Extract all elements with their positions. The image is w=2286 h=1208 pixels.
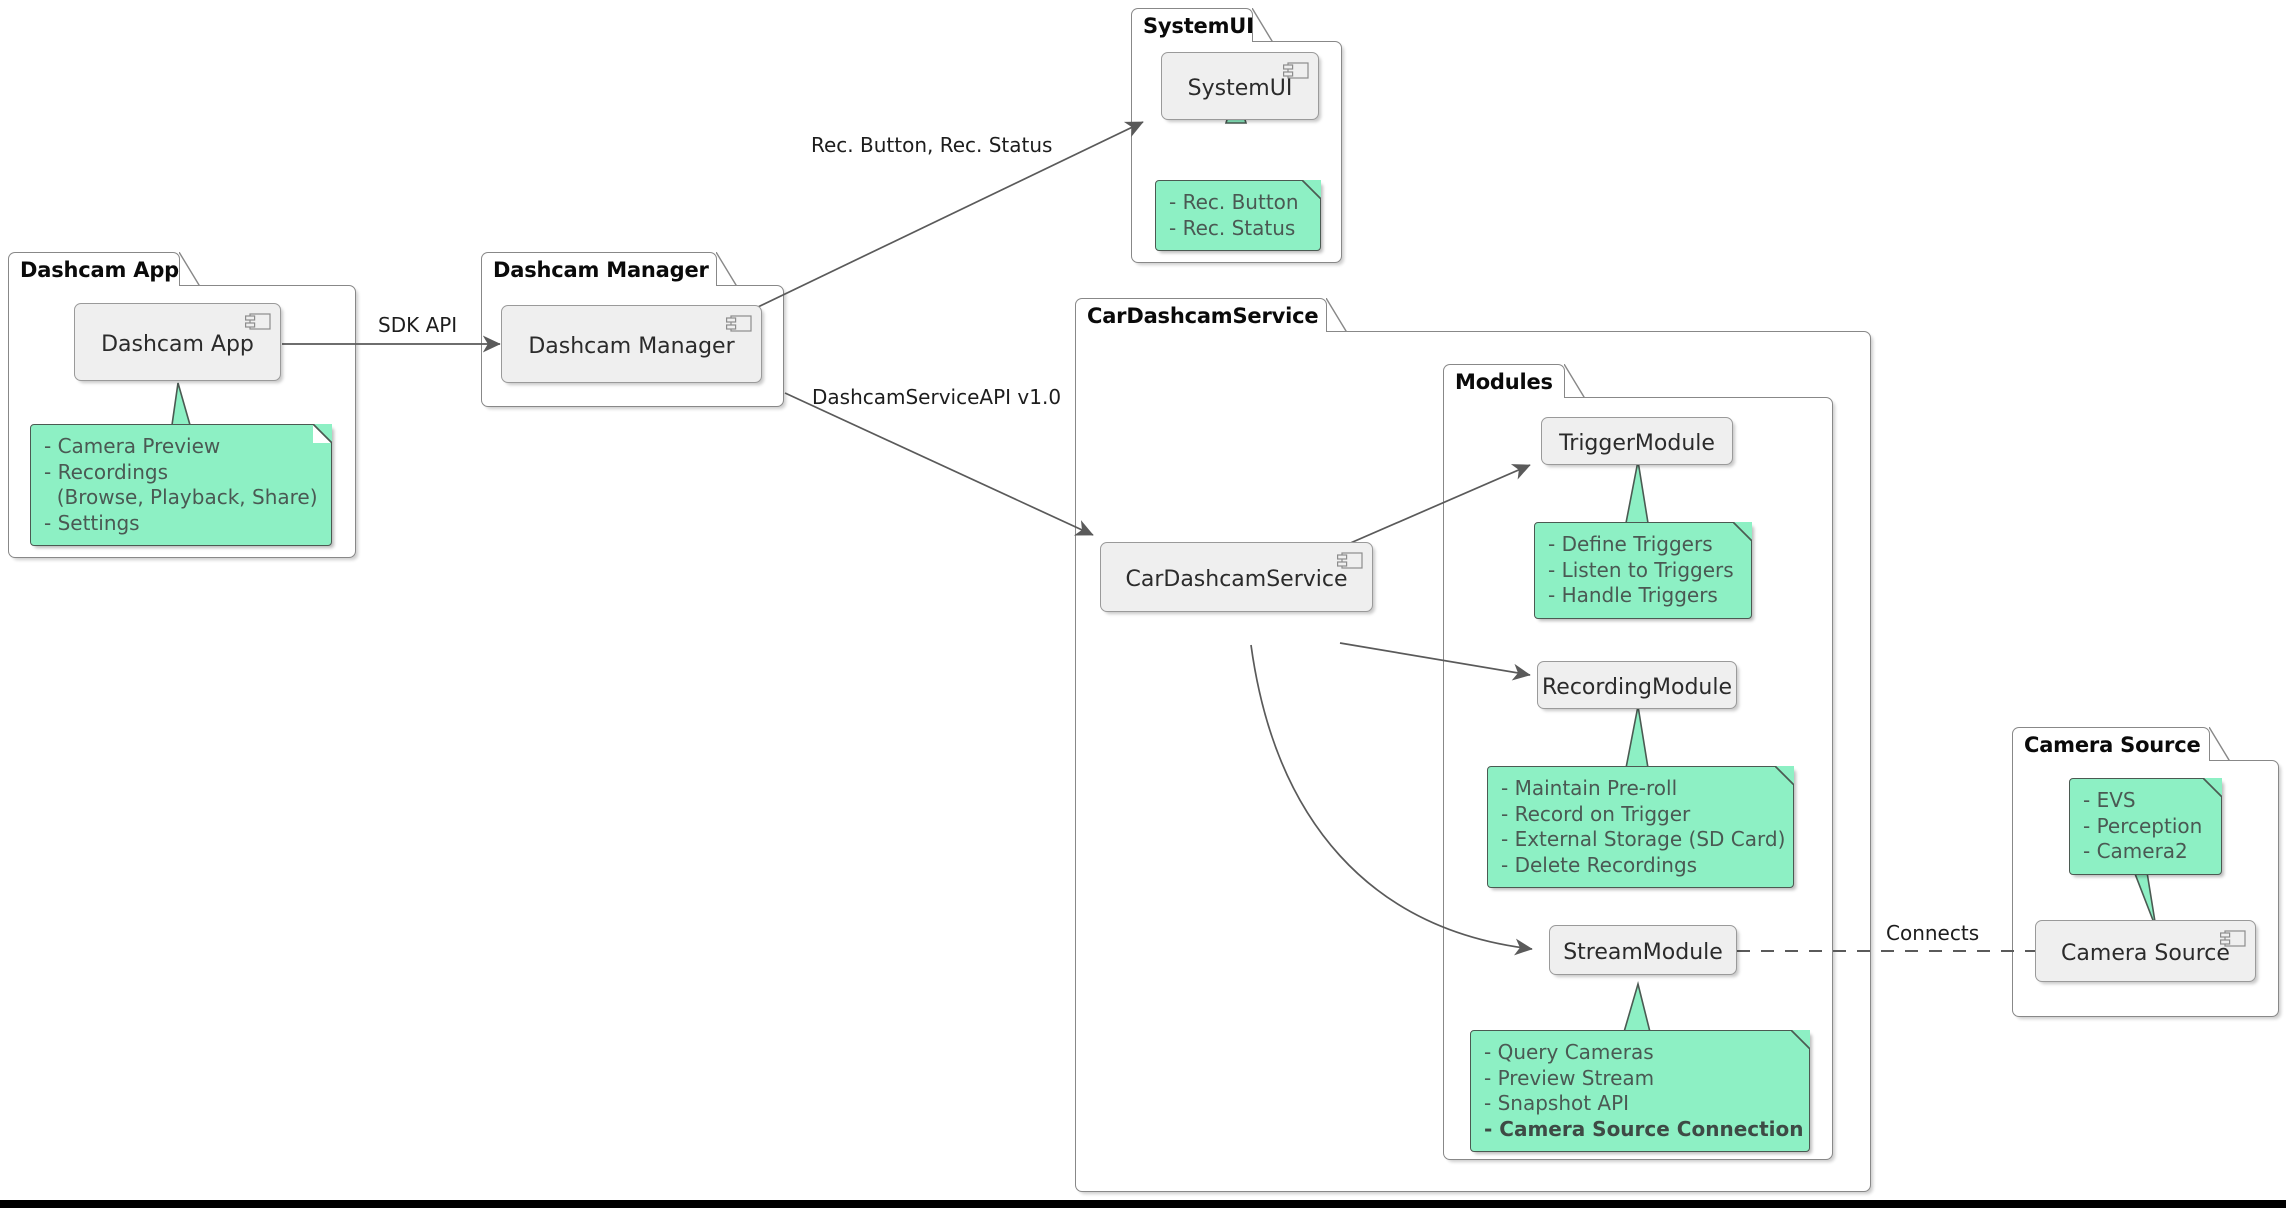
component-label-cardashcamservice: CarDashcamService (1125, 566, 1348, 592)
bottom-strip (0, 1200, 2286, 1208)
component-icon (1337, 552, 1363, 569)
note-fold-icon (1790, 1029, 1811, 1050)
package-label-modules: Modules (1455, 369, 1553, 394)
component-label-camera-source: Camera Source (2061, 940, 2230, 966)
package-tab-corner-modules (1564, 364, 1586, 398)
package-tab-dashcam-manager: Dashcam Manager (481, 252, 717, 286)
component-label-streammodule: StreamModule (1563, 939, 1723, 965)
note-line: - Settings (44, 510, 140, 535)
package-tab-systemui: SystemUI (1131, 8, 1254, 42)
note-line: - External Storage (SD Card) (1501, 827, 1786, 851)
note-line: (Browse, Playback, Share) (44, 485, 318, 509)
package-tab-corner-dashcam-app (179, 252, 201, 286)
package-tab-cardashcamservice: CarDashcamService (1075, 298, 1327, 332)
edge-label-dashcamserviceapi: DashcamServiceAPI v1.0 (812, 385, 1062, 409)
component-label-dashcam-manager: Dashcam Manager (528, 333, 735, 359)
package-tab-modules: Modules (1443, 364, 1565, 398)
note-line: - Camera Preview (44, 434, 221, 458)
note-line: - Handle Triggers (1548, 583, 1718, 607)
note-line: - Perception (2083, 813, 2203, 838)
note-triggermodule: - Define Triggers - Listen to Triggers -… (1534, 521, 1753, 619)
note-line: - Rec. Status (1169, 215, 1296, 240)
note-line: - Camera2 (2083, 839, 2188, 863)
component-recordingmodule[interactable]: RecordingModule (1537, 661, 1737, 709)
note-fold-icon (1732, 521, 1753, 542)
note-fold-icon (2202, 777, 2223, 798)
note-line: - Query Cameras (1484, 1040, 1654, 1064)
note-fold-icon (1774, 765, 1795, 786)
edge-label-rec-button-status: Rec. Button, Rec. Status (811, 133, 1053, 157)
note-fold-icon (1301, 179, 1322, 200)
note-line: - Preview Stream (1484, 1065, 1655, 1090)
note-line: - Define Triggers (1548, 532, 1713, 556)
component-dashcam-app[interactable]: Dashcam App (74, 303, 281, 381)
package-tab-corner-cardashcamservice (1326, 298, 1348, 332)
note-line: - Delete Recordings (1501, 852, 1698, 877)
package-tab-corner-camera-source (2209, 727, 2231, 761)
note-line: - Recordings (44, 459, 169, 484)
component-triggermodule[interactable]: TriggerModule (1541, 417, 1733, 465)
component-label-dashcam-app: Dashcam App (101, 331, 254, 357)
note-line: - EVS (2083, 788, 2136, 812)
note-streammodule: - Query Cameras - Preview Stream - Snaps… (1470, 1029, 1811, 1152)
note-dashcam-app: - Camera Preview - Recordings (Browse, P… (30, 423, 333, 546)
component-cardashcamservice[interactable]: CarDashcamService (1100, 542, 1373, 612)
note-line: - Maintain Pre-roll (1501, 776, 1678, 800)
note-line: - Listen to Triggers (1548, 557, 1734, 582)
component-label-systemui: SystemUI (1187, 75, 1293, 101)
package-label-dashcam-app: Dashcam App (20, 257, 179, 282)
component-dashcam-manager[interactable]: Dashcam Manager (501, 305, 762, 383)
package-label-dashcam-manager: Dashcam Manager (493, 257, 709, 282)
package-tab-camera-source: Camera Source (2012, 727, 2210, 761)
component-systemui[interactable]: SystemUI (1161, 52, 1319, 120)
component-icon (1283, 62, 1309, 79)
package-label-cardashcamservice: CarDashcamService (1087, 303, 1319, 328)
note-camera-source: - EVS - Perception - Camera2 (2069, 777, 2223, 875)
note-line: - Camera Source Connection (1484, 1116, 1804, 1141)
package-tab-corner-dashcam-manager (716, 252, 738, 286)
note-recordingmodule: - Maintain Pre-roll - Record on Trigger … (1487, 765, 1795, 888)
component-camera-source[interactable]: Camera Source (2035, 920, 2256, 982)
component-label-triggermodule: TriggerModule (1559, 430, 1715, 456)
edge-label-connects: Connects (1886, 921, 1980, 945)
edge-label-sdk-api: SDK API (378, 313, 458, 337)
package-tab-dashcam-app: Dashcam App (8, 252, 180, 286)
note-line: - Record on Trigger (1501, 801, 1691, 826)
component-label-recordingmodule: RecordingModule (1541, 674, 1733, 700)
component-icon (245, 313, 271, 330)
note-fold-icon (312, 423, 333, 444)
package-label-camera-source: Camera Source (2024, 732, 2201, 757)
note-systemui: - Rec. Button - Rec. Status (1155, 179, 1322, 251)
package-label-systemui: SystemUI (1143, 13, 1254, 38)
note-line: - Snapshot API (1484, 1091, 1630, 1115)
note-line: - Rec. Button (1169, 190, 1299, 214)
component-icon (726, 315, 752, 332)
package-tab-corner-systemui (1252, 8, 1274, 42)
edge-dashcamserviceapi-line (784, 392, 1094, 536)
component-icon (2220, 930, 2246, 947)
component-streammodule[interactable]: StreamModule (1549, 925, 1737, 975)
